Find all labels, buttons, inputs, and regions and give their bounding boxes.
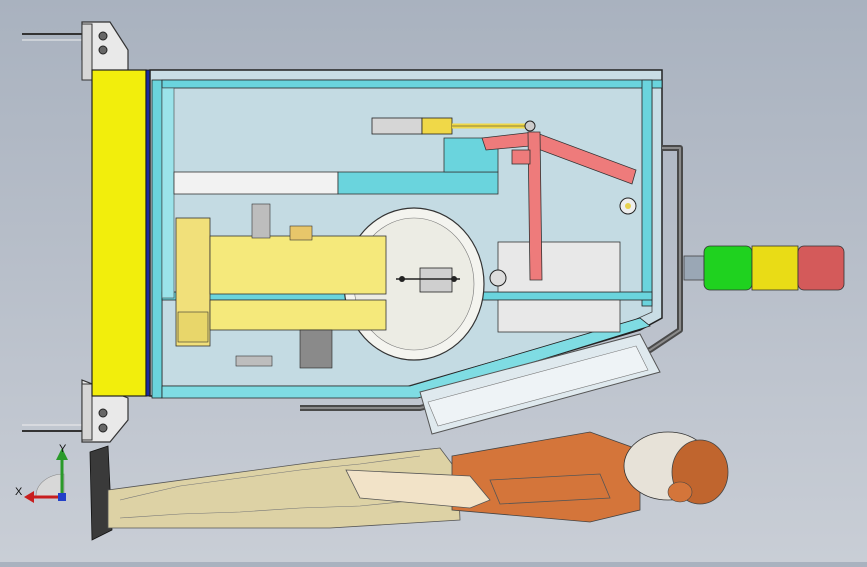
coordinate-triad <box>24 448 68 503</box>
axle-block <box>419 267 453 293</box>
mount-bracket-top <box>22 21 129 81</box>
pneumatic-cylinder <box>371 117 536 135</box>
axis-x-label: X <box>15 486 23 498</box>
cyan-beam <box>337 171 499 195</box>
gearbox <box>497 241 621 293</box>
white-beam <box>173 171 339 195</box>
signal-beacon <box>683 245 845 291</box>
human-mannequin <box>89 431 729 541</box>
axis-y-label: Y <box>59 443 67 455</box>
yellow-roller-assembly <box>175 203 387 369</box>
yellow-frame-plate <box>91 69 147 397</box>
red-linkage-arm <box>481 131 637 281</box>
